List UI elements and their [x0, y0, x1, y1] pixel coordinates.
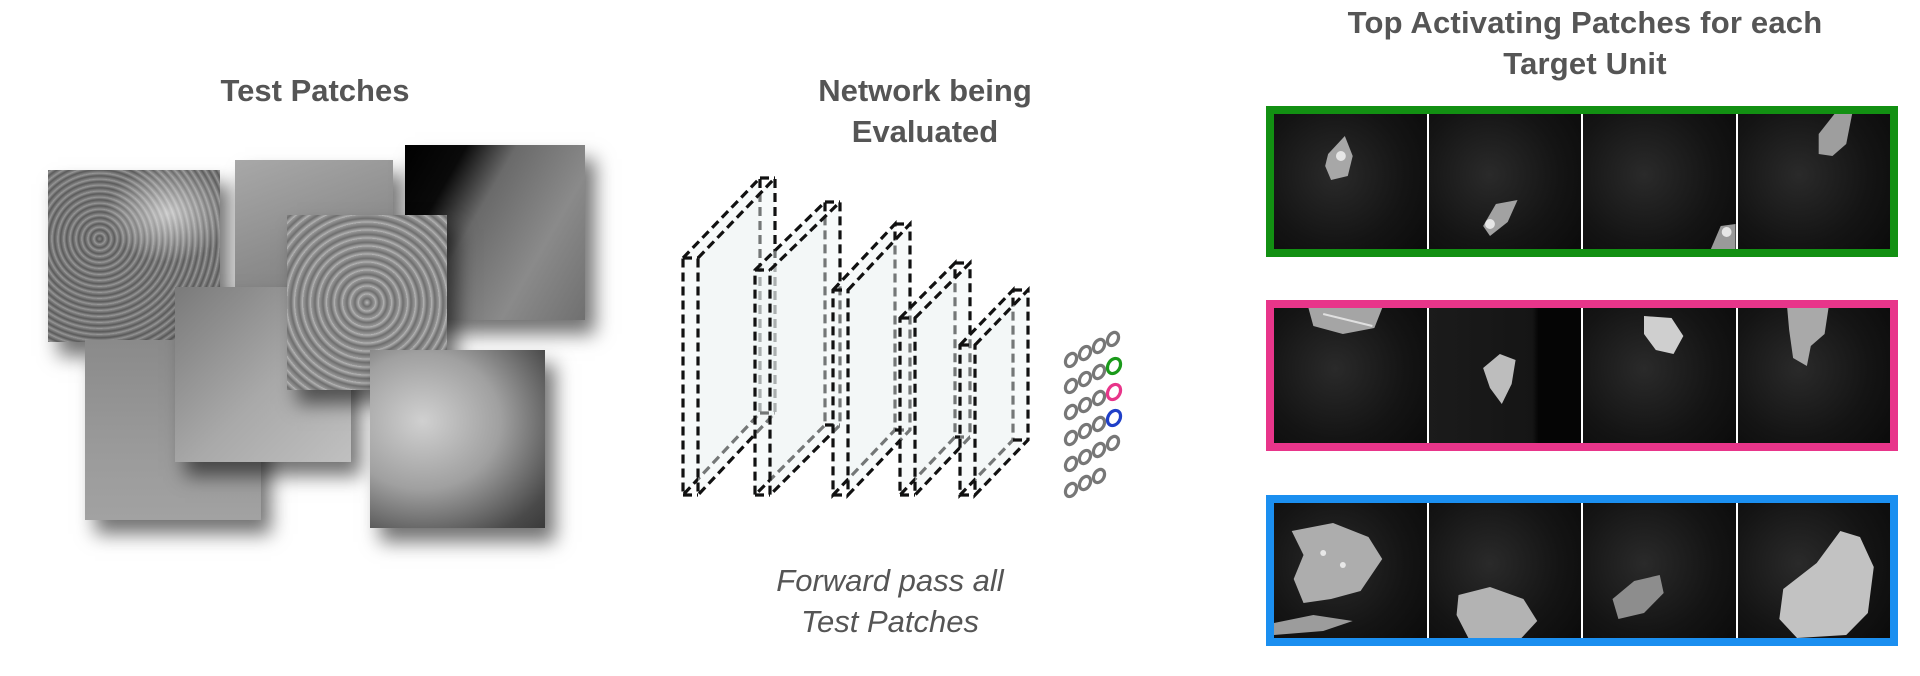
top-patches-title: Top Activating Patches for each Target U…	[1280, 2, 1890, 84]
top-patches-title-line-1: Top Activating Patches for each	[1347, 5, 1823, 40]
unit-node-green	[1105, 356, 1123, 376]
unit-node	[1105, 330, 1121, 348]
unit-node	[1077, 448, 1093, 466]
unit-node-blue	[1105, 408, 1123, 428]
network-layer-2	[753, 198, 842, 499]
network-title-line-2: Evaluated	[851, 114, 999, 149]
top-patch	[1426, 308, 1581, 443]
top-patch	[1426, 503, 1581, 638]
unit-node	[1091, 363, 1107, 381]
network-title: Network being Evaluated	[760, 70, 1090, 152]
top-patch	[1426, 114, 1581, 249]
unit-panel-pink	[1266, 300, 1898, 451]
top-patch	[1274, 114, 1427, 249]
unit-node	[1077, 396, 1093, 414]
network-layer-3	[831, 219, 912, 499]
unit-node	[1091, 441, 1107, 459]
unit-node	[1077, 422, 1093, 440]
test-patches-title: Test Patches	[220, 73, 410, 108]
caption-line-2: Test Patches	[800, 604, 980, 639]
top-patch	[1274, 308, 1427, 443]
top-patch	[1274, 503, 1427, 638]
mammogram-patch-7	[370, 350, 545, 528]
unit-node	[1063, 429, 1079, 447]
network-diagram	[681, 174, 1123, 500]
top-patch	[1735, 503, 1890, 638]
unit-node	[1105, 434, 1121, 452]
top-patch	[1581, 308, 1736, 443]
unit-node	[1077, 344, 1093, 362]
unit-node	[1077, 474, 1093, 492]
unit-panel-blue	[1266, 495, 1898, 646]
top-patches-title-line-2: Target Unit	[1503, 46, 1667, 81]
caption-line-1: Forward pass all	[776, 563, 1004, 598]
top-patch	[1581, 114, 1736, 249]
forward-pass-caption: Forward pass all Test Patches	[730, 560, 1050, 642]
unit-node	[1063, 403, 1079, 421]
network-title-line-1: Network being	[818, 73, 1032, 108]
unit-node	[1091, 337, 1107, 355]
unit-node	[1063, 455, 1079, 473]
unit-node	[1077, 370, 1093, 388]
network-layer-4	[898, 259, 972, 500]
top-patch	[1581, 503, 1736, 638]
unit-panel-green	[1266, 106, 1898, 257]
unit-node	[1091, 389, 1107, 407]
unit-node	[1091, 415, 1107, 433]
output-units	[1063, 330, 1123, 499]
unit-node-pink	[1105, 382, 1123, 402]
unit-node	[1063, 377, 1079, 395]
unit-node	[1063, 481, 1079, 499]
top-patch	[1735, 114, 1890, 249]
unit-node	[1091, 467, 1107, 485]
network-layer-5	[958, 286, 1030, 499]
top-patch	[1735, 308, 1890, 443]
unit-node	[1063, 351, 1079, 369]
